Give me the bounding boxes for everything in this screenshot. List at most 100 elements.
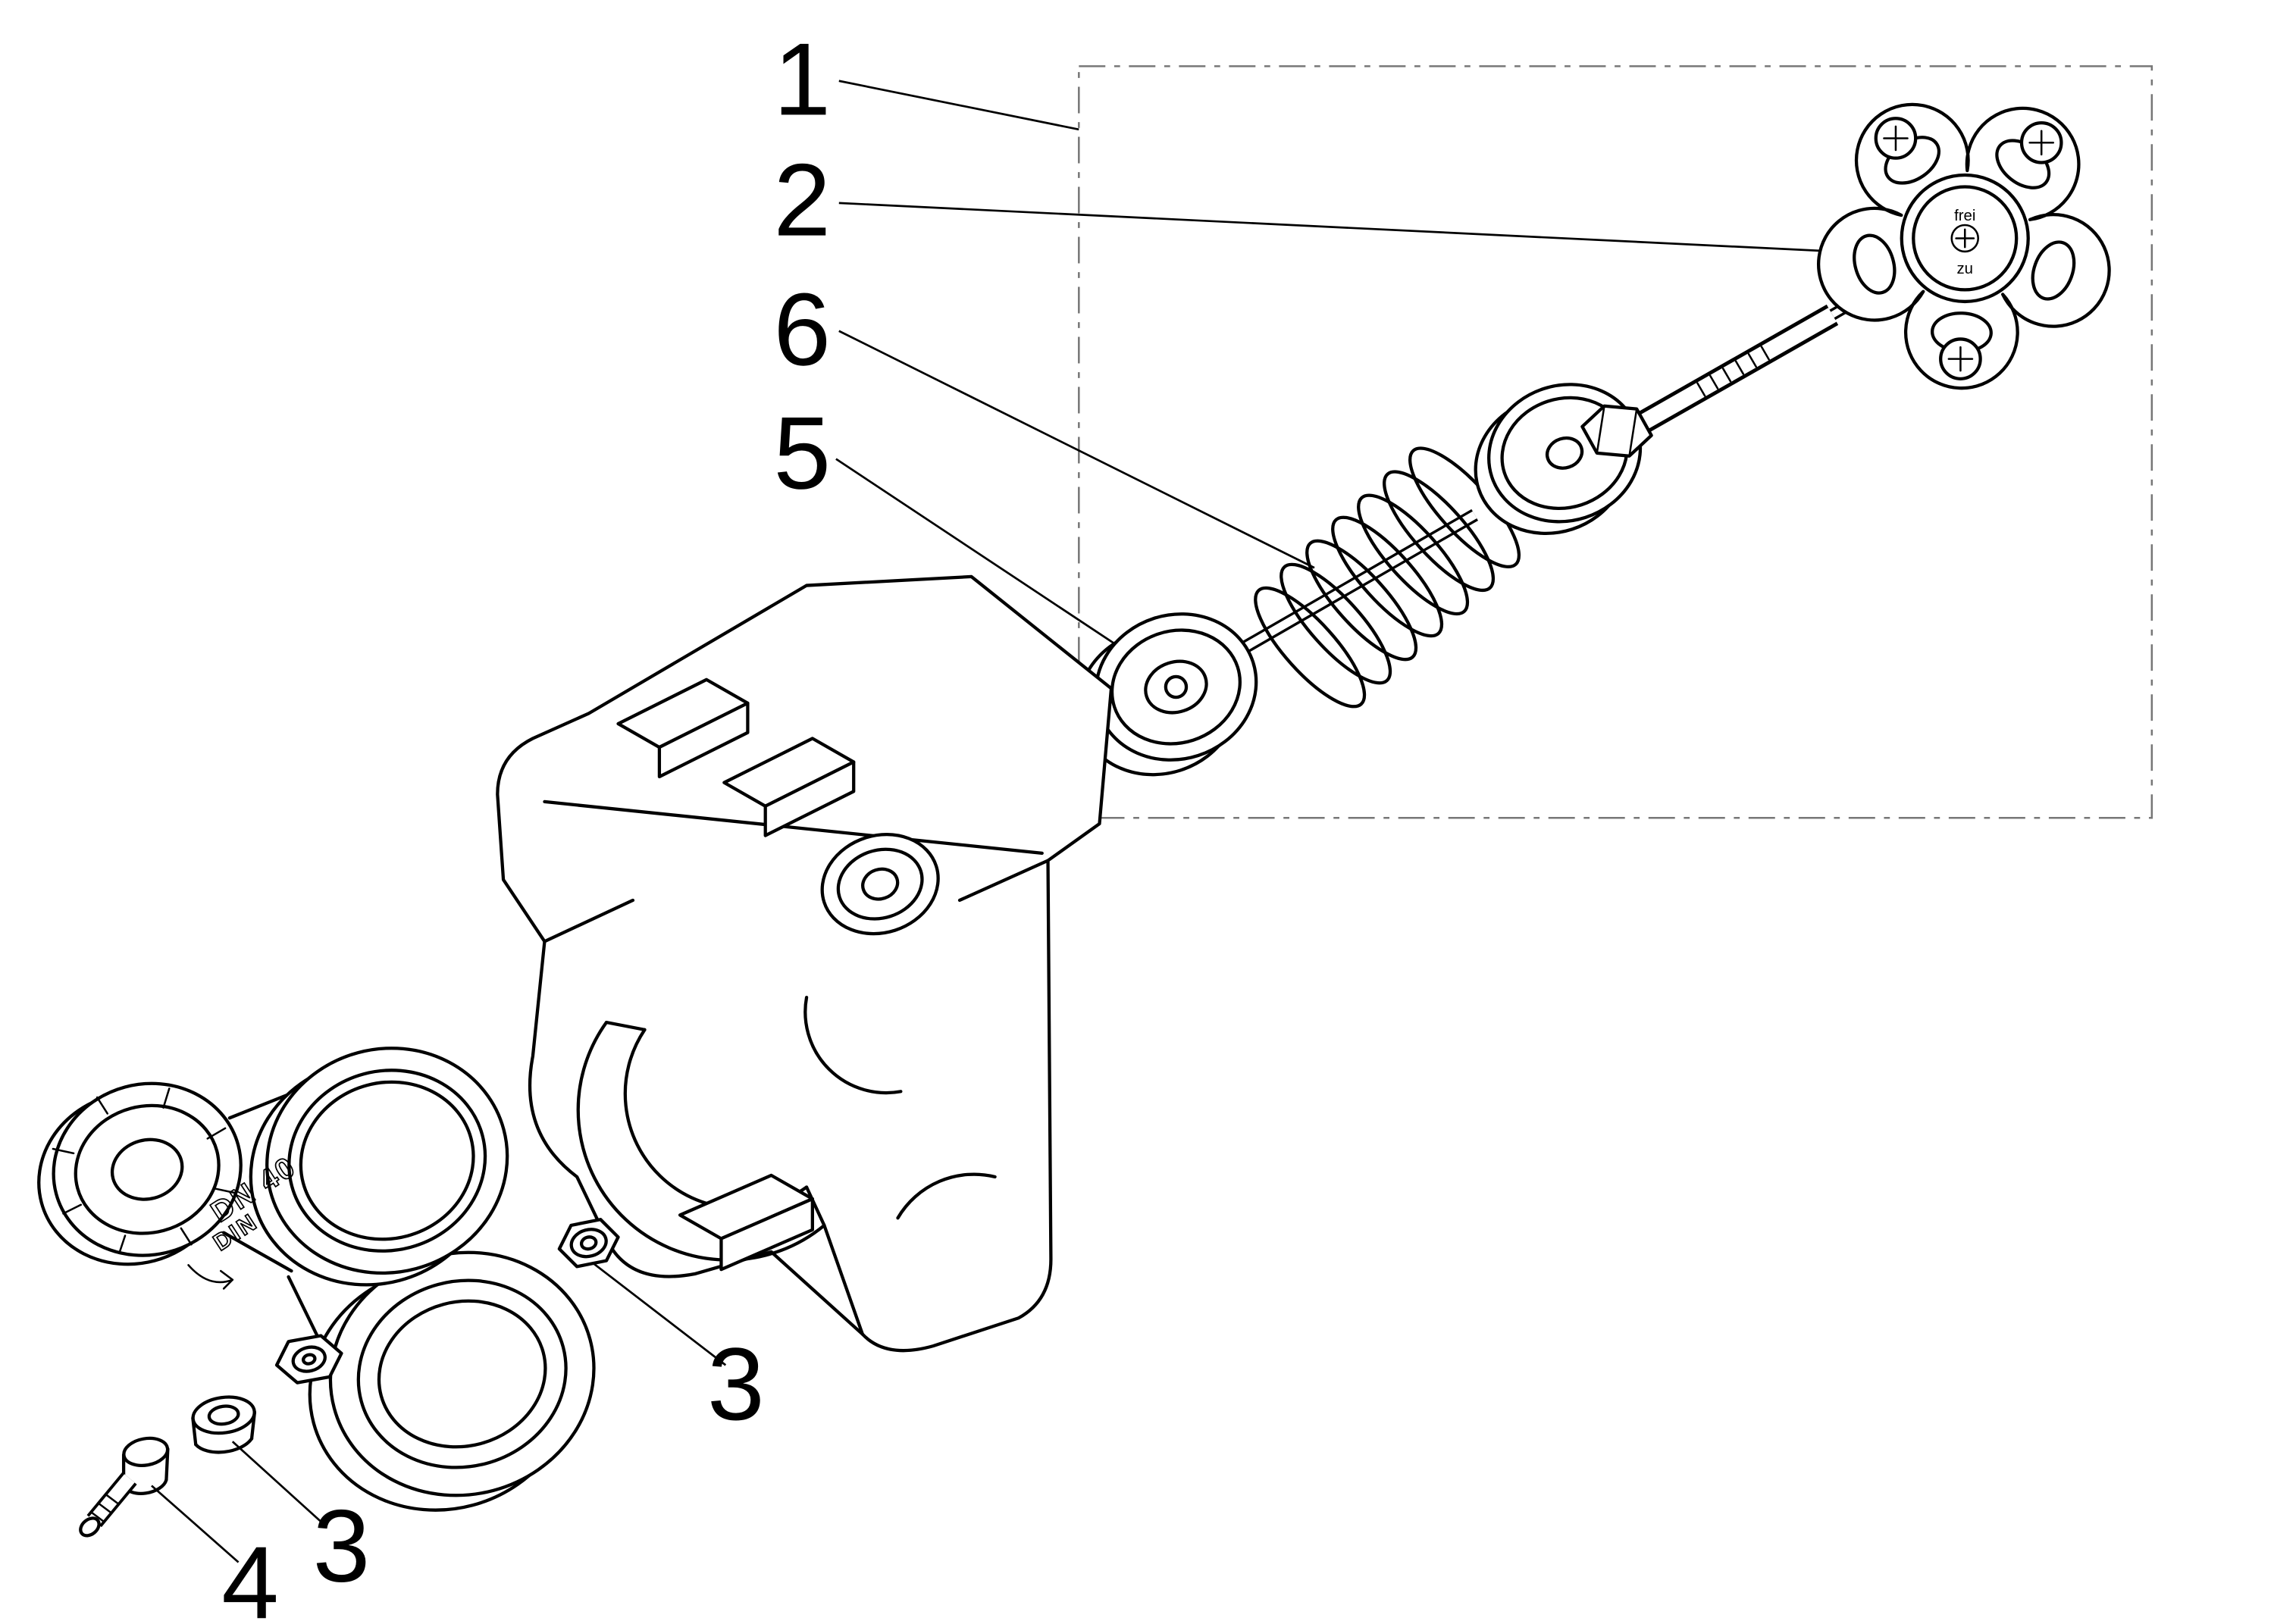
spring-coil: [1254, 586, 1367, 709]
callout-4: 4: [151, 1485, 279, 1624]
leader-line-3-left: [231, 1441, 327, 1528]
seat-bore-ring: [249, 1047, 509, 1287]
callout-3-right: 3: [590, 1261, 765, 1441]
disc-center-hub: [1164, 674, 1189, 699]
assembly-group-box: [1078, 65, 2153, 819]
callout-6: 6: [773, 271, 1315, 569]
handwheel: frei zu: [1817, 102, 2111, 390]
leader-line-6: [838, 330, 1315, 569]
bracket-pad: [722, 737, 856, 837]
callout-label-4: 4: [221, 1525, 279, 1624]
pad-side-face: [719, 1197, 814, 1272]
leader-line-1: [838, 80, 1079, 131]
collar-outer: [820, 833, 940, 936]
saddle-foot-line: [822, 1223, 864, 1336]
bracket-pad: [616, 677, 750, 779]
spring-coil: [1357, 493, 1470, 616]
leader-line-5: [835, 458, 1143, 663]
disc-ring-outer: [1110, 628, 1242, 746]
bracket-collar: [820, 833, 940, 936]
bracket-slot-arc: [803, 995, 903, 1095]
hex-nut-boss: [569, 1228, 608, 1259]
callout-3-left: 3: [231, 1441, 371, 1604]
knurl-tick: [96, 1096, 109, 1115]
flow-arrow-head: [222, 1278, 234, 1290]
collar-bore: [861, 867, 900, 901]
spring-coil: [1280, 562, 1392, 685]
spout-rib: [105, 1493, 119, 1505]
knurl-tick: [162, 1087, 171, 1109]
wheel-cross-symbol: [1939, 337, 1982, 380]
spring-coil: [1305, 539, 1418, 662]
wheel-cross-symbol: [2019, 120, 2063, 164]
spring-coil: [1383, 470, 1496, 593]
thread-tick: [1721, 368, 1732, 383]
knurl-tick: [180, 1227, 193, 1246]
drain-cap-top: [122, 1436, 170, 1467]
outlet-coupling-ring: [308, 1250, 596, 1512]
outlet-gasket-ring: [356, 1278, 568, 1469]
valve-disc-and-spring: [1076, 446, 1521, 777]
wheel-cross-symbol: [1874, 117, 1918, 160]
spring: [1254, 446, 1521, 709]
hub-open-label: frei: [1954, 208, 1975, 224]
flow-arrow-curve: [187, 1264, 234, 1284]
side-port-hex-plug: [274, 1334, 343, 1385]
bonnet-stem-hole: [1545, 436, 1584, 470]
hub-close-label: zu: [1956, 261, 1973, 277]
disc-ring-inner: [1144, 659, 1208, 715]
knurled-cap: [37, 1081, 243, 1266]
bracket-slot-arc: [896, 1172, 997, 1220]
spindle-rod-core: [1627, 308, 1837, 437]
knurl-tick: [62, 1203, 83, 1215]
knurl-ticks: [52, 1087, 236, 1255]
bracket-outline: [496, 574, 1114, 1353]
plug-bottom-arc: [194, 1437, 254, 1454]
handwheel-window: [1853, 233, 1897, 295]
callout-label-3-left: 3: [313, 1488, 371, 1604]
knurl-tick: [206, 1127, 227, 1140]
collar-mid: [836, 847, 924, 921]
bonnet: [1474, 383, 1643, 535]
saddle-end-line: [604, 1020, 647, 1031]
callout-label-5: 5: [773, 395, 831, 510]
clamp-bracket: [496, 574, 1114, 1353]
flow-arrow: [187, 1264, 234, 1290]
knurl-tick: [52, 1147, 75, 1155]
hex-nut-outline: [557, 1218, 620, 1269]
valve-disc: [1076, 612, 1258, 777]
knurl-tick: [214, 1187, 236, 1194]
cap-boss: [110, 1137, 184, 1201]
handwheel-hub-inner: [1912, 185, 2019, 292]
pad-side-face: [657, 701, 750, 779]
thread-tick: [1709, 374, 1719, 390]
hub-center-mark: [1950, 224, 1979, 253]
port-hex-boss: [291, 1345, 327, 1373]
seat-ring-inner: [299, 1080, 475, 1241]
spout-rib: [90, 1511, 105, 1522]
leader-line-2: [838, 202, 1867, 255]
bracket-slab-edge: [543, 799, 1044, 855]
thread-tick: [1734, 360, 1745, 375]
valve-body: DN 40 DIN: [37, 1047, 596, 1538]
spout-opening: [79, 1516, 101, 1538]
body-neck-bottom: [222, 1231, 293, 1273]
spring-coil: [1331, 515, 1444, 638]
bracket-pad: [678, 1173, 814, 1272]
pad-side-face: [763, 760, 856, 837]
callout-1: 1: [773, 21, 1079, 136]
port-hex-dot: [301, 1353, 317, 1366]
flow-arrow-head: [220, 1269, 234, 1281]
plug-top-boss: [207, 1404, 240, 1426]
callout-label-2: 2: [773, 142, 831, 258]
callout-label-1: 1: [773, 21, 831, 136]
bracket-ridge-line: [543, 898, 635, 943]
spindle-thread: [1696, 346, 1770, 397]
sealing-plug: [191, 1395, 257, 1454]
plug-top: [191, 1395, 256, 1435]
seat-face: [265, 1047, 509, 1275]
saddle-end-line: [804, 1185, 826, 1228]
hex-nut: [557, 1218, 620, 1269]
callout-label-3-right: 3: [707, 1326, 765, 1441]
